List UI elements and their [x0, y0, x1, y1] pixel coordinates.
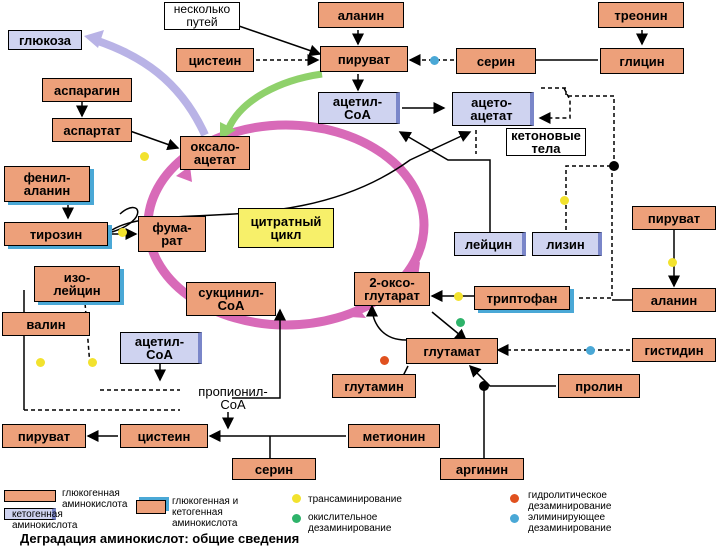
node-tirozin: тирозин	[4, 222, 108, 246]
glucose-arrowhead	[84, 30, 104, 48]
node-oksoglutarat: 2-оксо- глутарат	[354, 272, 430, 306]
node-prolin: пролин	[558, 374, 640, 398]
node-neskolko-putei: несколько путей	[164, 2, 240, 30]
node-asparagin: аспарагин	[42, 78, 132, 102]
node-treonin: треонин	[598, 2, 684, 28]
legend-oxidative: окислительное дезаминирование	[308, 512, 392, 534]
glucose-arrow	[93, 36, 209, 137]
node-ketonovye-tela: кетоновые тела	[506, 128, 586, 156]
node-glutamin: глутамин	[332, 374, 416, 398]
edge	[538, 87, 571, 124]
edge	[398, 131, 491, 232]
node-sukcinil-coa: сукцинил- CoA	[186, 282, 276, 316]
legend-eliminating: элиминирующее дезаминирование	[528, 512, 612, 534]
legend-swatch-glucogenic	[4, 490, 56, 502]
node-cistein-bottom: цистеин	[120, 424, 208, 448]
legend-transamination: трансаминирование	[308, 494, 402, 505]
transamination-dot	[668, 258, 677, 267]
node-metionin: метионин	[348, 424, 440, 448]
cycle-arrowhead	[350, 305, 366, 318]
node-cistein-top: цистеин	[176, 48, 254, 72]
node-propionil-coa: пропионил- CoA	[198, 384, 268, 412]
node-leicin: лейцин	[454, 232, 526, 256]
node-gistidin: гистидин	[632, 338, 716, 362]
green-arrowhead	[220, 122, 236, 140]
legend-both: глюкогенная и кетогенная аминокислота	[172, 496, 239, 529]
hydrolytic-dot	[380, 356, 389, 365]
edge	[366, 304, 407, 341]
node-glukoza: глюкоза	[8, 30, 82, 50]
node-serin-bottom: серин	[232, 458, 316, 480]
transamination-dot	[118, 228, 127, 237]
transamination-dot	[36, 358, 45, 367]
node-serin-top: серин	[456, 48, 536, 74]
edge	[431, 311, 468, 341]
legend-dot-eliminating	[510, 514, 519, 523]
transamination-dot	[454, 292, 463, 301]
legend-dot-oxidative	[292, 514, 301, 523]
eliminating-dot	[586, 346, 595, 355]
oxidative-dot	[456, 318, 465, 327]
edge	[578, 166, 613, 299]
node-acetil-coa-2: ацетил- CoA	[120, 332, 202, 364]
node-glutamat: глутамат	[406, 338, 498, 364]
node-triptofan: триптофан	[474, 286, 570, 310]
node-citratny-cikl: цитратный цикл	[238, 208, 334, 248]
legend-swatch-ketogenic	[4, 508, 56, 520]
node-fumarat: фума- рат	[138, 216, 206, 252]
transamination-dot	[560, 196, 569, 205]
edge	[540, 87, 615, 166]
edge	[468, 364, 556, 387]
node-lizin: лизин	[532, 232, 602, 256]
node-glicin: глицин	[600, 48, 684, 74]
transamination-dot	[140, 152, 149, 161]
node-arginin: аргинин	[440, 458, 524, 480]
node-fenilalanin: фенил- аланин	[4, 166, 90, 202]
junction-dot	[609, 161, 619, 171]
cycle-arrowhead	[176, 166, 192, 182]
node-piruvat-top: пируват	[320, 46, 408, 72]
legend-hydrolytic: гидролитическое дезаминирование	[528, 490, 612, 512]
junction-dot	[479, 381, 489, 391]
edge	[129, 130, 180, 151]
node-alanin-top: аланин	[318, 2, 404, 28]
transamination-dot	[88, 358, 97, 367]
legend-dot-hydrolytic	[510, 494, 519, 503]
figure-caption: Деградация аминокислот: общие сведения	[20, 531, 300, 546]
legend-swatch-both	[136, 500, 166, 514]
node-aspartat: аспартат	[52, 118, 132, 142]
legend-glucogenic: глюкогенная аминокислота	[62, 488, 128, 510]
eliminating-dot	[430, 56, 439, 65]
pyruvate-oxaloacetate-arrow	[224, 70, 323, 132]
node-izoleicin: изо- лейцин	[34, 266, 120, 302]
node-valin: валин	[2, 312, 90, 336]
node-acetil-coa: ацетил- CoA	[318, 92, 400, 124]
node-piruvat-bottom: пируват	[2, 424, 86, 448]
node-alanin-right: аланин	[632, 288, 716, 312]
node-piruvat-right: пируват	[632, 206, 716, 230]
node-acetoacetat: ацето- ацетат	[452, 92, 534, 126]
node-oksaloacetat: оксало- ацетат	[180, 136, 250, 170]
edge	[565, 165, 612, 230]
edge	[232, 308, 286, 399]
legend-dot-transamination	[292, 494, 301, 503]
legend-ketogenic: кетогенная аминокислота	[12, 509, 78, 531]
